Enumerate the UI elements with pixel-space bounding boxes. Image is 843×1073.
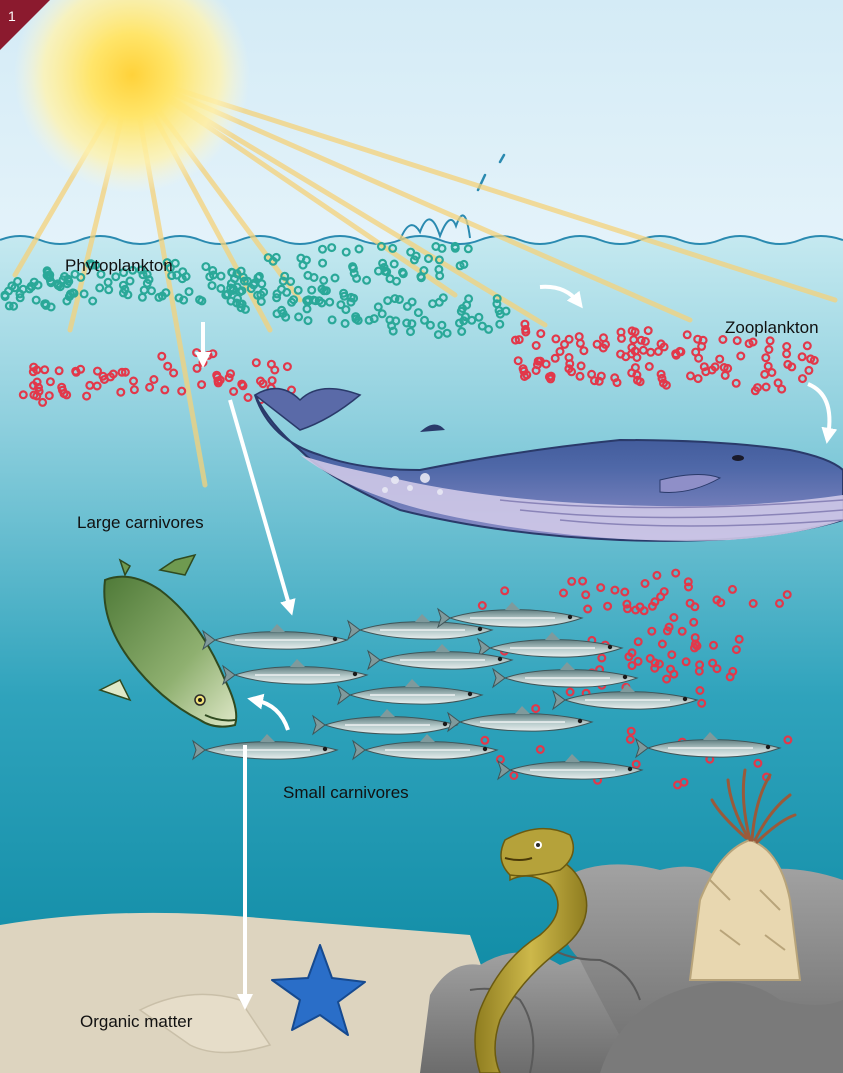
label-large-carnivores: Large carnivores: [77, 513, 204, 533]
figure-number: 1: [8, 8, 16, 24]
label-zooplankton: Zooplankton: [725, 318, 819, 338]
label-phytoplankton: Phytoplankton: [65, 256, 173, 276]
label-small-carnivores: Small carnivores: [283, 783, 409, 803]
label-organic-matter: Organic matter: [80, 1012, 192, 1032]
